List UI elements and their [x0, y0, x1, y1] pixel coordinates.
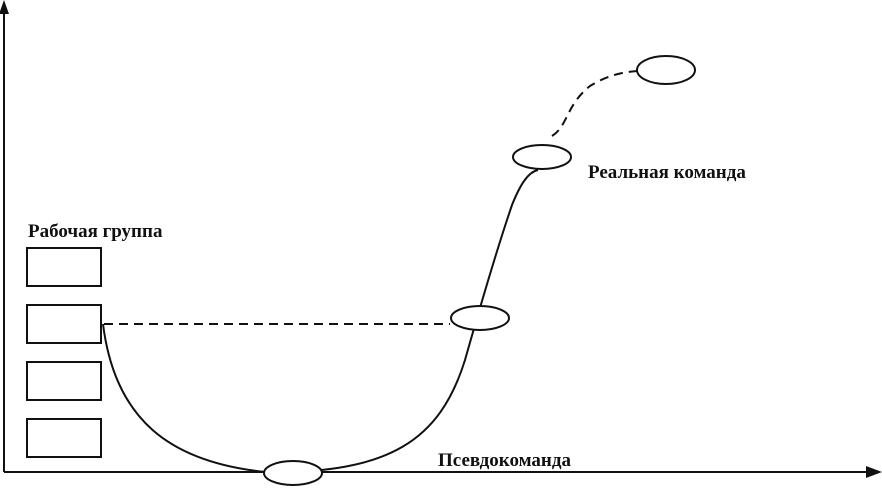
real-team-label: Реальная команда [588, 162, 746, 183]
y-axis-arrow-icon [0, 0, 9, 14]
pseudo-team-label: Псевдокоманда [438, 450, 571, 471]
working-group-box-2 [26, 304, 102, 344]
working-group-label: Рабочая группа [28, 221, 163, 242]
working-group-box-3 [26, 361, 102, 401]
node-potential-team [450, 305, 510, 331]
dashed-curve-high-performance [551, 70, 638, 137]
working-group-box-1 [26, 247, 102, 287]
working-group-box-4 [26, 418, 102, 458]
node-pseudo-team [263, 460, 323, 486]
node-real-team [512, 144, 572, 170]
performance-curve [102, 169, 539, 474]
node-high-performance-team [636, 55, 696, 85]
x-axis-arrow-icon [866, 466, 882, 478]
